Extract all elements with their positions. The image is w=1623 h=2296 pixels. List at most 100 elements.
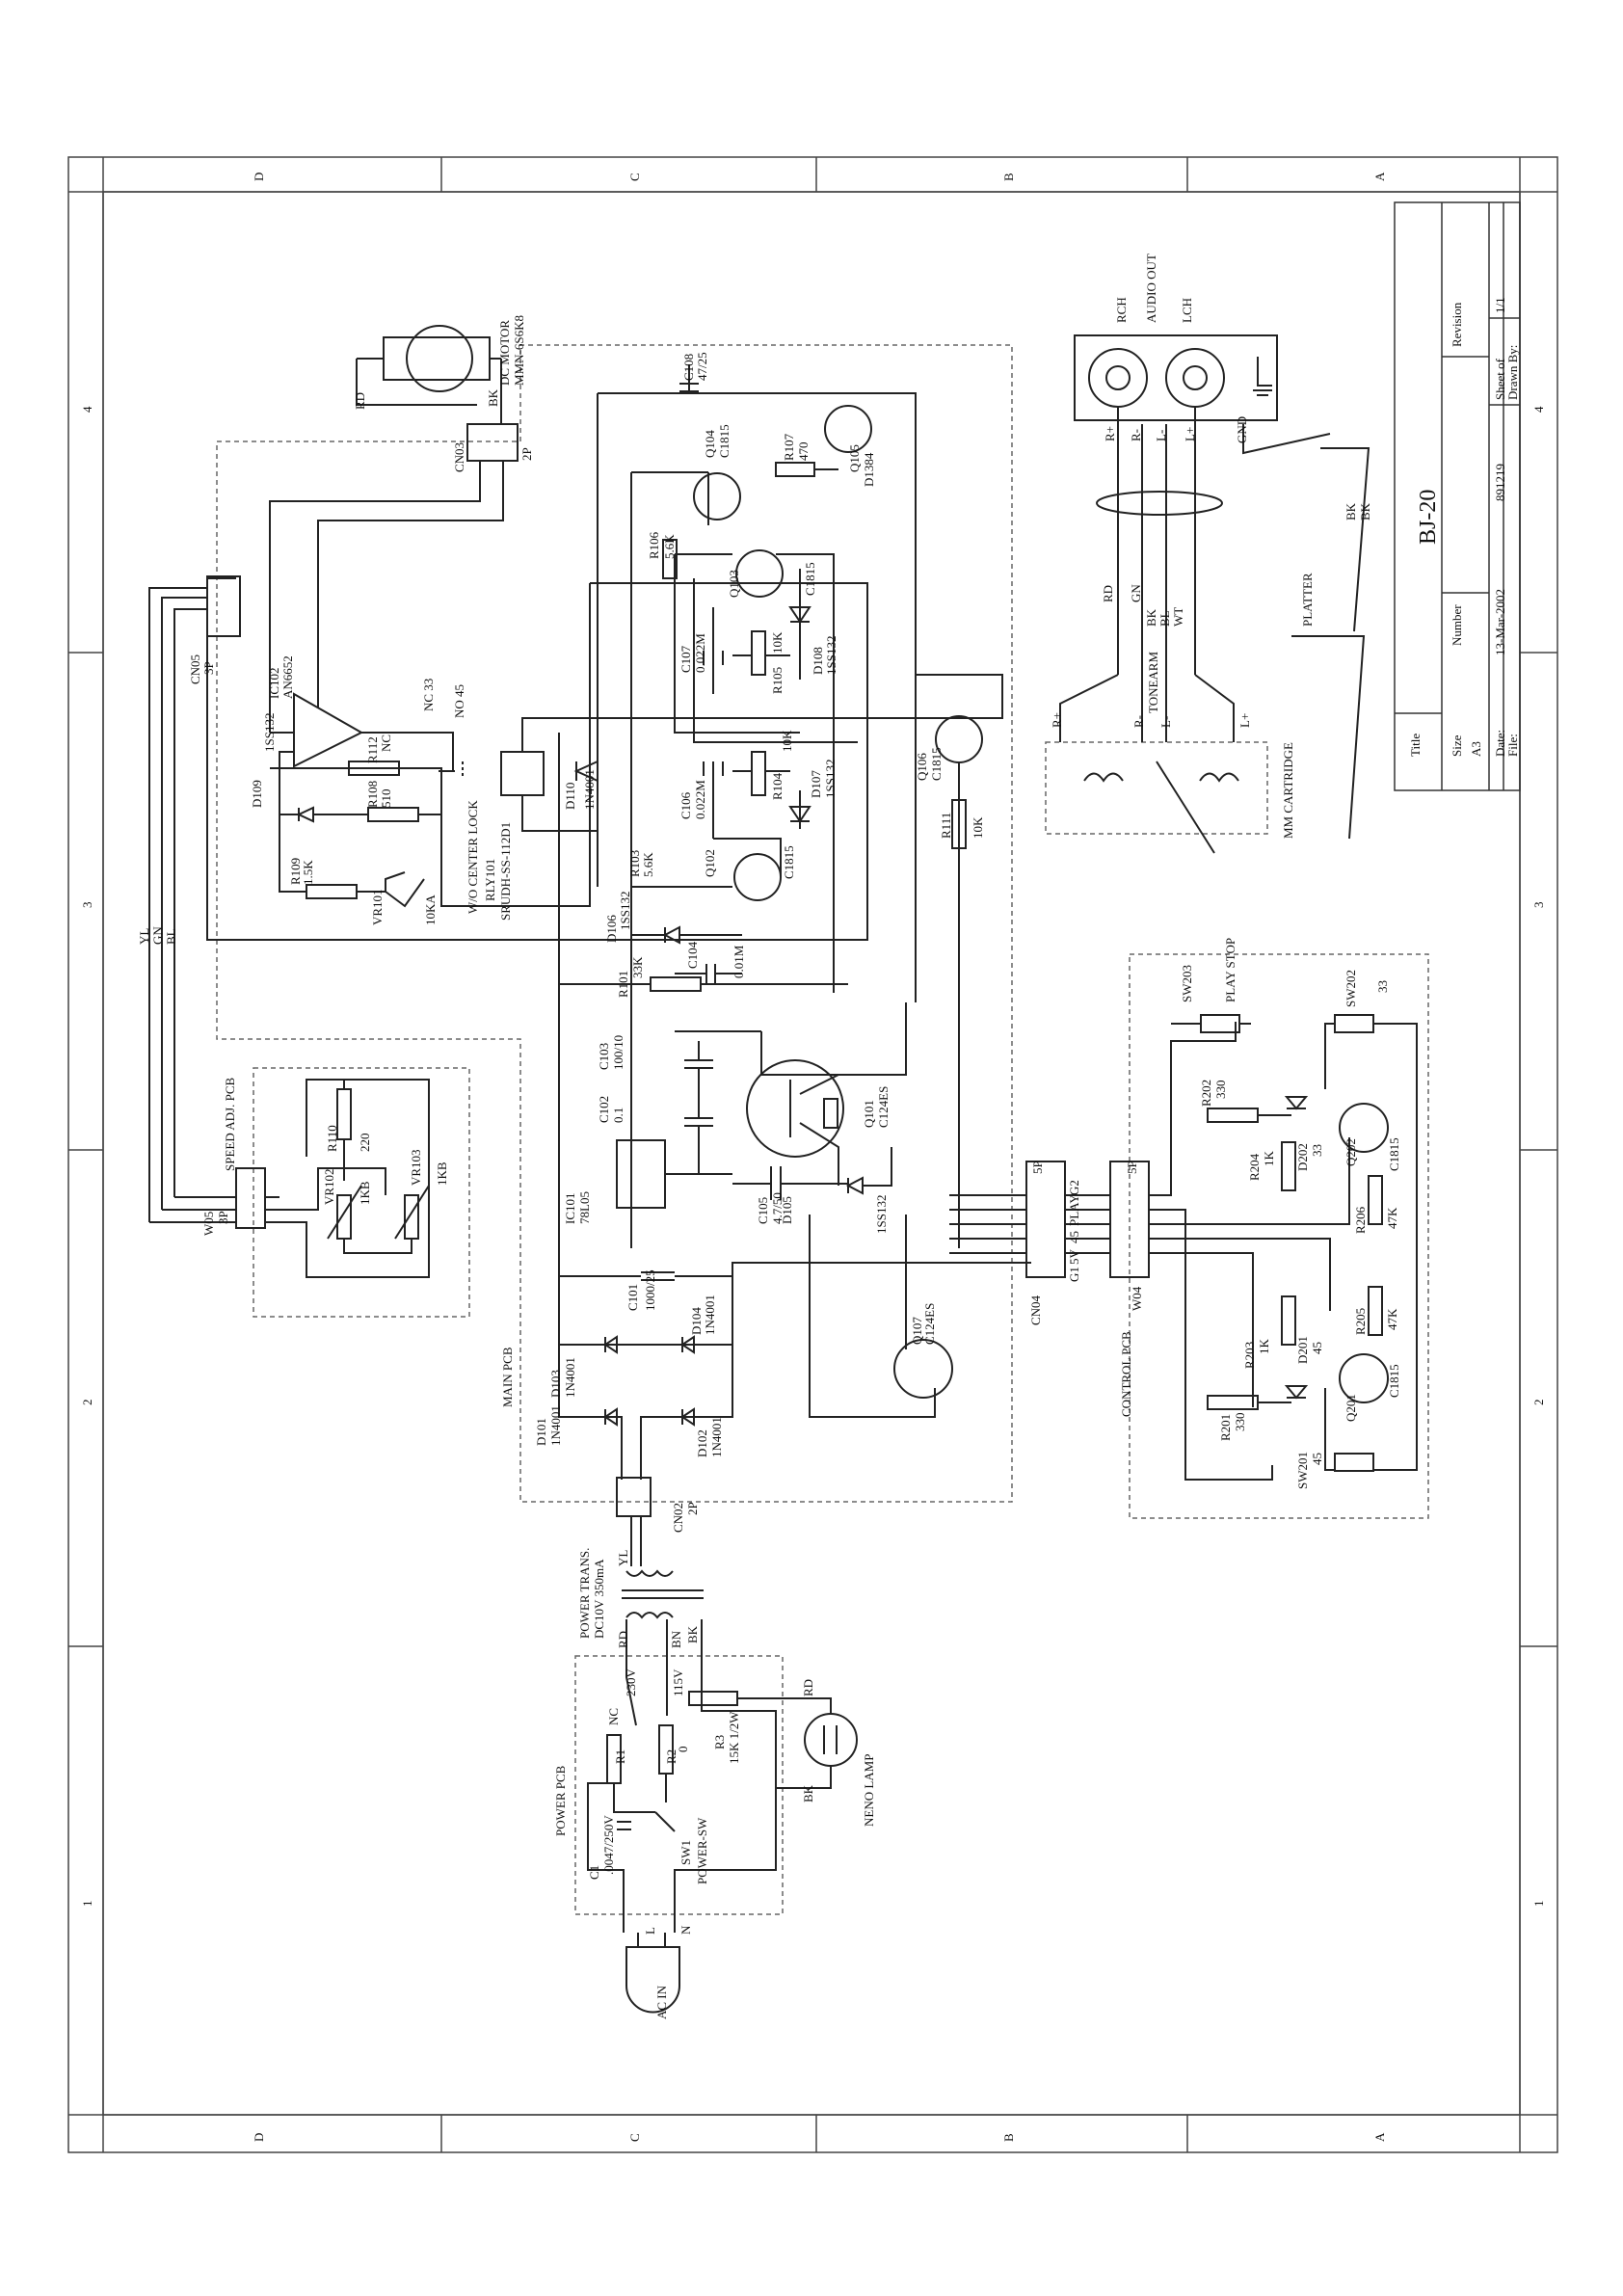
q202-label: Q202 [1344, 1138, 1358, 1166]
drawing-number: 891219 [1493, 464, 1507, 501]
q105-label: Q105 [847, 444, 862, 472]
ic101-label: IC101 [563, 1192, 577, 1225]
cart-r-plus: R+ [1050, 711, 1064, 728]
vr102-value: 1KB [358, 1181, 372, 1205]
size-label: Size [1450, 734, 1464, 757]
main-pcb-label: MAIN PCB [500, 1347, 515, 1408]
bus-wire-bl: BL [164, 928, 178, 945]
r205-value: 47K [1385, 1308, 1399, 1330]
c107-value: 0.022M [693, 633, 707, 673]
power-pcb-label: POWER PCB [553, 1765, 568, 1836]
power-pcb-boundary [574, 1655, 784, 1915]
c101-value: 1000/25 [643, 1269, 657, 1311]
relay-part: SRUDH-SS-112D1 [498, 821, 513, 921]
cn04-pins: 5P [1030, 1161, 1045, 1174]
d108-label: D108 [811, 647, 825, 675]
d110-part: 1N4001 [582, 769, 597, 810]
speed-adj-pcb-label: SPEED ADJ. PCB [223, 1077, 237, 1171]
r105-label: R105 [770, 666, 785, 694]
vr102-label: VR102 [322, 1168, 336, 1205]
c102-label: C102 [597, 1095, 611, 1123]
r203-label: R203 [1242, 1341, 1257, 1369]
r103-label: R103 [627, 849, 642, 877]
relay-label: RLY101 [483, 858, 497, 901]
cart-r-minus: R- [1131, 715, 1146, 728]
power-section [587, 1516, 858, 2014]
r206-value: 47K [1385, 1207, 1399, 1229]
drawn-by-label: Drawn By: [1505, 344, 1520, 400]
trans-wire-bn: BN [669, 1630, 683, 1648]
platter-label: PLATTER [1300, 573, 1315, 627]
d109-label: D109 [250, 780, 264, 808]
c106-value: 0.022M [693, 780, 707, 819]
revision-label: Revision [1450, 302, 1464, 347]
q202-symbol [1339, 1103, 1389, 1153]
zone-row-d-bottom: D [252, 2132, 266, 2142]
w04-pins: 5P [1125, 1161, 1139, 1174]
r3-label: R3 [712, 1734, 727, 1749]
audio-l-minus: L- [1154, 429, 1168, 441]
title-label: Title [1408, 733, 1423, 757]
tonearm-wire-bl: BL [1157, 610, 1172, 627]
r103-value: 5.6K [641, 852, 655, 877]
d104-label: D104 [689, 1307, 704, 1335]
zone-col-4-right: 4 [1531, 406, 1546, 414]
r110-value: 220 [358, 1133, 372, 1153]
pcb-boundaries [216, 344, 1429, 1915]
zone-col-3-left: 3 [80, 901, 94, 909]
r112-value: NC [379, 734, 393, 752]
center-lock-label: W/O CENTER LOCK [466, 800, 480, 914]
c107-label: C107 [678, 645, 693, 673]
w04-45: 45 [1067, 1231, 1081, 1243]
motor-wire-bk: BK [486, 388, 500, 407]
drawing-title: BJ-20 [1416, 489, 1441, 545]
mm-cartridge-label: MM CARTRIDGE [1281, 742, 1295, 839]
q104-part: C1815 [717, 424, 732, 458]
r107-value: 470 [796, 441, 811, 462]
r111-label: R111 [939, 812, 953, 839]
audio-out-label: AUDIO OUT [1144, 254, 1158, 323]
lch-label: LCH [1180, 298, 1194, 323]
nc33-label: NC 33 [421, 678, 436, 711]
r201-value: 330 [1233, 1412, 1247, 1432]
trans-wire-bk: BK [685, 1625, 700, 1643]
d105-part: 1SS132 [874, 1194, 889, 1234]
zone-col-1-right: 1 [1531, 1900, 1546, 1908]
r104-value: 10K [780, 730, 794, 752]
r1-label: R1 [613, 1749, 627, 1764]
zone-col-1-left: 1 [80, 1900, 94, 1908]
sw1-name: POWER-SW [695, 1817, 709, 1884]
tonearm-wire-wt: WT [1171, 606, 1185, 627]
zone-col-3-right: 3 [1531, 901, 1546, 909]
speed-adj-pcb-boundary [253, 1067, 470, 1318]
top-wires [597, 364, 917, 887]
vr103-value: 1KB [435, 1161, 449, 1186]
q101-label: Q101 [862, 1100, 876, 1128]
r3-value: 15K 1/2W [727, 1711, 741, 1764]
ac-in-label: AC IN [654, 1985, 669, 2019]
q201-label: Q201 [1344, 1394, 1358, 1422]
r206-label: R206 [1353, 1206, 1368, 1234]
revision-value: 1/1 [1493, 297, 1507, 313]
d202-label: D202 [1295, 1143, 1310, 1171]
sw201-name: 45 [1310, 1453, 1324, 1465]
zone-row-b-bottom: B [1001, 2133, 1016, 2142]
cn03-pins: 2P [519, 447, 534, 461]
tonearm-label: TONEARM [1146, 651, 1160, 713]
vr101-value: 10KA [423, 894, 438, 925]
title-block [1394, 201, 1521, 791]
vr101-label: VR101 [370, 889, 385, 925]
cn03-label: CN03 [452, 441, 466, 472]
r101-value: 33K [630, 956, 645, 978]
r112-label: R112 [365, 736, 380, 763]
d106-part: 1SS132 [618, 891, 632, 930]
q103-label: Q103 [727, 570, 741, 598]
c103-value: 100/10 [611, 1034, 625, 1070]
r204-value: 1K [1262, 1151, 1276, 1166]
ic102-part: AN6652 [280, 655, 295, 699]
w04-g2: G2 [1067, 1180, 1081, 1195]
lamp-wire-rd: RD [801, 1678, 815, 1696]
d108-part: 1SS132 [824, 635, 838, 675]
sw203-label: SW203 [1180, 965, 1194, 1002]
